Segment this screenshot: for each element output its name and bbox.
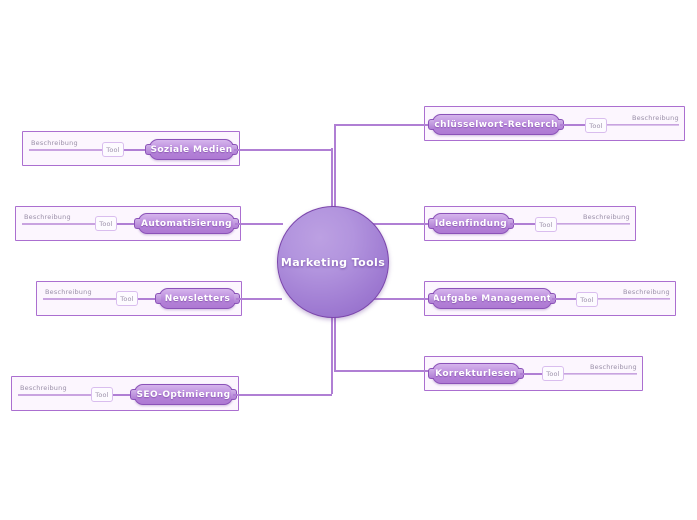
connector-trunk-topic-korrekturlesen <box>334 370 432 372</box>
connector-trunk-topic-schluesselwort-recherche <box>334 124 432 126</box>
topic-node-soziale-medien[interactable]: Soziale Medien <box>145 139 238 160</box>
connector-topic-trunk-newsletters <box>236 298 282 300</box>
center-node-marketing-tools[interactable]: Marketing Tools <box>277 206 389 318</box>
connector-topic-tool-ideenfindung <box>510 223 536 225</box>
topic-node-newsletters[interactable]: Newsletters <box>155 288 240 309</box>
node-connector-nub-left <box>130 389 136 400</box>
topic-node-schluesselwort-recherche[interactable]: Schlüsselwort-Recherche <box>428 114 564 135</box>
connector-topic-tool-schluesselwort-recherche <box>560 124 586 126</box>
tool-box-automatisierung[interactable]: Tool <box>95 216 117 231</box>
tool-box-soziale-medien[interactable]: Tool <box>102 142 124 157</box>
connector-topic-tool-korrekturlesen <box>520 373 542 375</box>
topic-node-seo-optimierung[interactable]: SEO-Optimierung <box>130 384 237 405</box>
tool-box-korrekturlesen[interactable]: Tool <box>542 366 564 381</box>
node-connector-nub-left <box>428 368 434 379</box>
description-rule-ideenfindung <box>557 224 630 226</box>
connector-topic-tool-aufgabe-management <box>552 298 577 300</box>
topic-node-korrekturlesen[interactable]: Korrekturlesen <box>428 363 524 384</box>
node-connector-nub-left <box>134 218 140 229</box>
branch-description-soziale-medien: Beschreibung <box>31 139 78 147</box>
description-rule-korrekturlesen <box>564 374 637 376</box>
connector-tool-topic-seo-optimierung <box>113 394 135 396</box>
branch-description-korrekturlesen: Beschreibung <box>590 363 637 371</box>
topic-node-ideenfindung[interactable]: Ideenfindung <box>428 213 514 234</box>
branch-container-seo-optimierung <box>11 376 239 411</box>
connector-tool-topic-automatisierung <box>117 223 139 225</box>
tool-box-seo-optimierung[interactable]: Tool <box>91 387 113 402</box>
branch-description-ideenfindung: Beschreibung <box>583 213 630 221</box>
description-rule-aufgabe-management <box>598 299 670 301</box>
connector-desc-tool-soziale-medien <box>29 149 103 151</box>
connector-trunk-topic-ideenfindung <box>334 223 432 225</box>
node-connector-nub-left <box>428 119 434 130</box>
connector-tool-topic-newsletters <box>138 298 160 300</box>
tool-box-newsletters[interactable]: Tool <box>116 291 138 306</box>
branch-description-aufgabe-management: Beschreibung <box>623 288 670 296</box>
description-rule-schluesselwort-recherche <box>607 125 679 127</box>
connector-desc-tool-seo-optimierung <box>18 394 92 396</box>
branch-description-newsletters: Beschreibung <box>45 288 92 296</box>
topic-node-aufgabe-management[interactable]: Aufgabe Management <box>428 288 556 309</box>
connector-desc-tool-newsletters <box>43 298 117 300</box>
connector-topic-trunk-automatisierung <box>235 223 283 225</box>
tool-box-ideenfindung[interactable]: Tool <box>535 217 557 232</box>
connector-topic-trunk-soziale-medien <box>234 149 332 151</box>
node-connector-nub-left <box>428 293 434 304</box>
branch-description-seo-optimierung: Beschreibung <box>20 384 67 392</box>
branch-description-schluesselwort-recherche: Beschreibung <box>632 114 679 122</box>
node-connector-nub-left <box>145 144 151 155</box>
node-connector-nub-left <box>155 293 161 304</box>
branch-description-automatisierung: Beschreibung <box>24 213 71 221</box>
connector-desc-tool-automatisierung <box>22 223 96 225</box>
connector-tool-topic-soziale-medien <box>124 149 150 151</box>
connector-trunk-topic-aufgabe-management <box>334 298 432 300</box>
tool-box-aufgabe-management[interactable]: Tool <box>576 292 598 307</box>
node-connector-nub-left <box>428 218 434 229</box>
connector-topic-trunk-seo-optimierung <box>233 394 332 396</box>
topic-node-automatisierung[interactable]: Automatisierung <box>134 213 239 234</box>
tool-box-schluesselwort-recherche[interactable]: Tool <box>585 118 607 133</box>
